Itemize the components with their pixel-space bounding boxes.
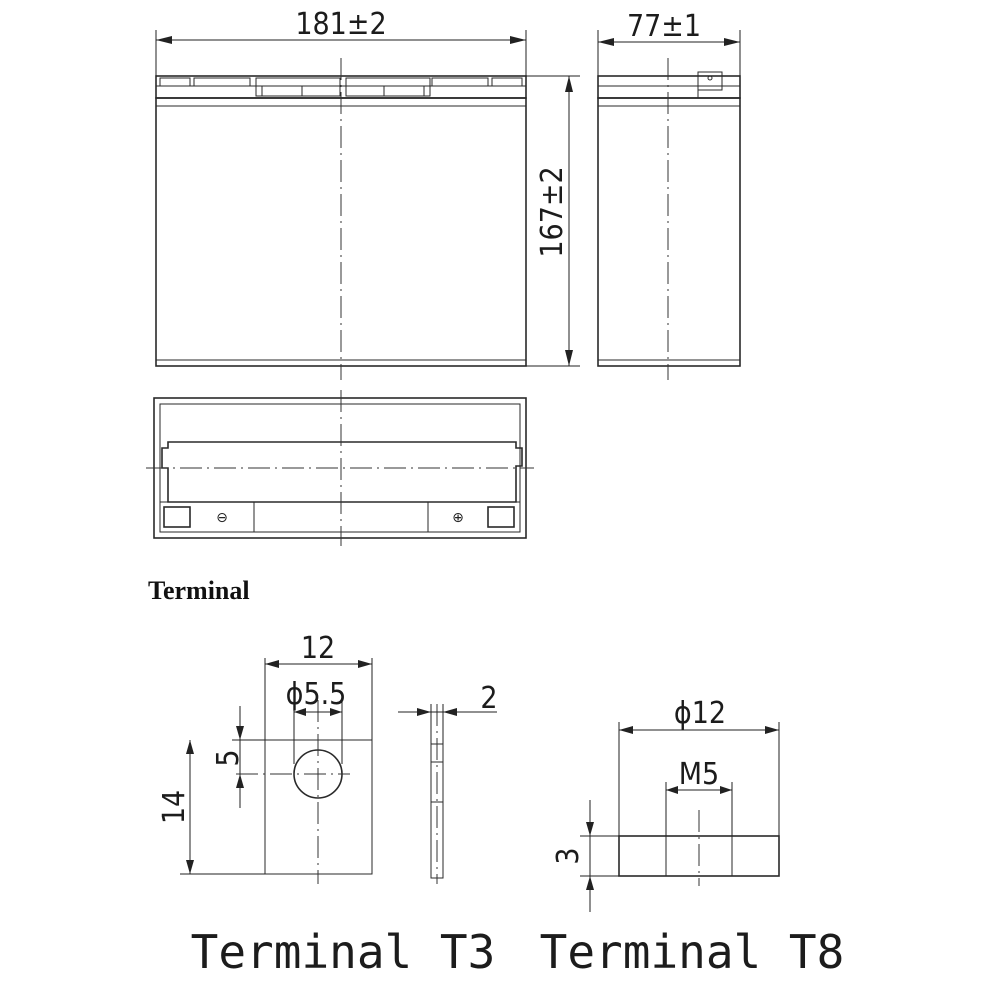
t8-thread-label: M5: [679, 757, 719, 792]
terminal-section-title: Terminal: [148, 576, 250, 605]
t8-body: [618, 835, 780, 877]
t8-caption: Terminal T8: [540, 925, 845, 979]
height-label: 167±2: [535, 166, 570, 257]
t3-caption: Terminal T3: [191, 925, 496, 979]
t8-height-label: 3: [551, 847, 586, 864]
negative-polarity-icon: ⊖: [216, 510, 228, 526]
length-label: 181±2: [295, 7, 386, 42]
terminal-t8-drawing: ϕ12 M5 3 Terminal T8: [540, 696, 845, 979]
t3-hole-label: ϕ5.5: [286, 677, 347, 712]
side-body: [597, 97, 741, 367]
t3-height-label: 14: [157, 790, 192, 824]
positive-terminal-pad: [427, 501, 521, 533]
terminal-t3-drawing: 12 ϕ5.5 5 14 2 Terminal T3: [157, 631, 498, 979]
width-label: 77±1: [627, 9, 701, 44]
front-view: [155, 58, 527, 380]
t3-thickness-label: 2: [480, 681, 497, 716]
t8-diameter-label: ϕ12: [674, 696, 726, 731]
side-view: [597, 58, 741, 380]
t3-offset-label: 5: [211, 749, 246, 766]
positive-polarity-icon: ⊕: [452, 510, 464, 526]
height-dimension: 167±2: [526, 75, 580, 367]
length-dimension: 181±2: [155, 7, 527, 76]
width-dimension: 77±1: [597, 9, 741, 76]
negative-terminal-pad: [159, 501, 255, 533]
side-lid: [597, 75, 741, 99]
top-view: ⊖ ⊕: [146, 390, 534, 546]
side-terminal: [697, 71, 723, 91]
t3-width-label: 12: [301, 631, 335, 666]
